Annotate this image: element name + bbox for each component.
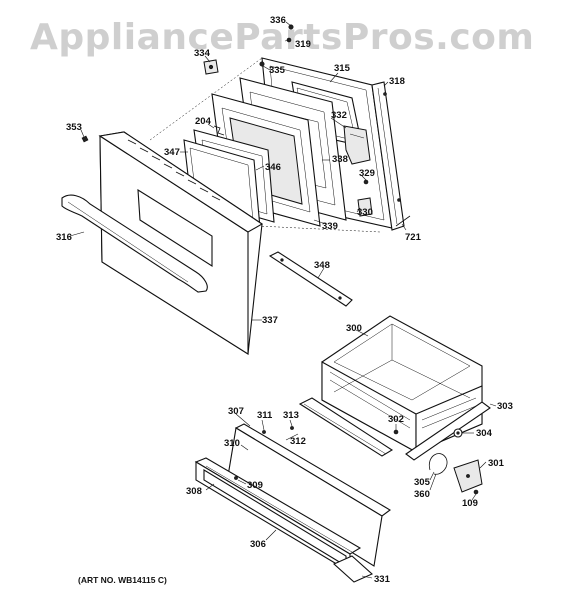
- callout-721: 721: [405, 232, 422, 243]
- door-handle-316: [61, 194, 208, 293]
- screw-353: [81, 135, 89, 143]
- screw-109: [473, 489, 479, 495]
- callout-329: 329: [359, 168, 375, 179]
- callout-109: 109: [462, 498, 478, 509]
- callout-300: 300: [346, 323, 362, 334]
- callout-312: 312: [290, 436, 306, 447]
- bracket-301: [453, 459, 483, 493]
- drawer-body-300: [321, 315, 483, 453]
- hinge-334: [203, 59, 219, 75]
- screw-313: [290, 426, 294, 430]
- callout-330: 330: [357, 207, 373, 218]
- vent-slots: [127, 139, 221, 201]
- callout-346: 346: [265, 162, 281, 173]
- callout-353: 353: [66, 122, 82, 133]
- callout-316: 316: [56, 232, 72, 243]
- leader-lines: [69, 21, 497, 579]
- callout-360: 360: [414, 489, 430, 500]
- drawer-panel-307: [227, 423, 391, 567]
- callout-347: 347: [164, 147, 180, 158]
- alignment-lines: [149, 57, 381, 233]
- trim-strip-331: [333, 555, 373, 583]
- callout-310: 310: [224, 438, 240, 449]
- callout-335: 335: [269, 65, 286, 76]
- callout-304: 304: [476, 428, 493, 439]
- hinge-strip-348: [268, 251, 353, 307]
- callout-331: 331: [374, 574, 391, 585]
- callout-339: 339: [322, 221, 338, 232]
- callout-334: 334: [194, 48, 211, 59]
- callout-315: 315: [334, 63, 351, 74]
- callout-332: 332: [331, 110, 347, 121]
- callout-303: 303: [497, 401, 513, 412]
- clip-330: [357, 197, 373, 217]
- callout-336: 336: [270, 15, 286, 26]
- door-outer-panel-337: [98, 131, 264, 355]
- callout-301: 301: [488, 458, 505, 469]
- roller-304: [453, 428, 463, 438]
- callout-labels: 336 319 334 335 315 318 353 204 332 347 …: [56, 15, 513, 585]
- callout-305: 305: [414, 477, 431, 488]
- callout-311: 311: [257, 410, 273, 421]
- art-number: (ART NO. WB14115 C): [78, 575, 167, 585]
- callout-302: 302: [388, 414, 404, 425]
- screw-302: [393, 429, 399, 435]
- screw-329: [363, 179, 369, 185]
- callout-309: 309: [247, 480, 263, 491]
- callout-337: 337: [262, 315, 278, 326]
- callout-308: 308: [186, 486, 202, 497]
- callout-319: 319: [295, 39, 311, 50]
- callout-313: 313: [283, 410, 299, 421]
- spring-204: [213, 125, 225, 136]
- latch-bracket-332: [343, 125, 371, 165]
- callout-318: 318: [389, 76, 405, 87]
- callout-307: 307: [228, 406, 244, 417]
- drawer-front-306: [194, 457, 362, 573]
- watermark: AppliancePartsPros.com: [30, 17, 534, 58]
- callout-338: 338: [332, 154, 348, 165]
- screw-335: [259, 61, 265, 67]
- callout-204: 204: [195, 116, 212, 127]
- screw-721: [395, 215, 411, 227]
- screw-311: [262, 430, 266, 434]
- callout-306: 306: [250, 539, 266, 550]
- door-side-trim-318: [371, 81, 405, 231]
- screw-309: [234, 476, 238, 480]
- screw-336: [288, 24, 294, 30]
- callout-348: 348: [314, 260, 330, 271]
- spring-305: [428, 453, 448, 475]
- slide-rail-303: [405, 401, 491, 461]
- drawer-bracket-312: [298, 397, 394, 457]
